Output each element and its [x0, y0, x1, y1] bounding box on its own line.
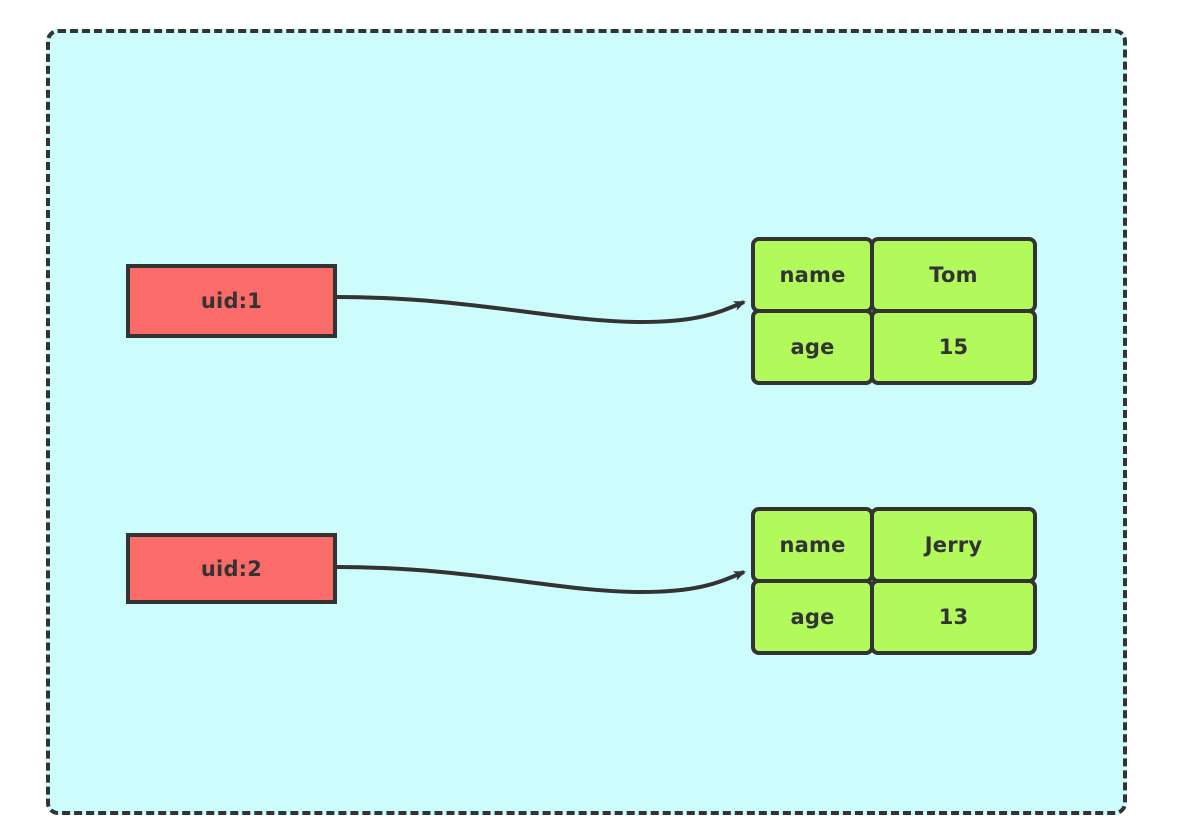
record-table-2: name Jerry age 13	[751, 507, 1037, 655]
record-2-field-0-value-label: Jerry	[924, 533, 983, 557]
uid-node-1-label: uid:1	[200, 289, 263, 313]
uid-node-1[interactable]: uid:1	[126, 264, 337, 338]
record-1-field-1-key-label: age	[790, 335, 835, 359]
record-1-field-0-value-label: Tom	[929, 263, 978, 287]
record-1-field-1-value[interactable]: 15	[870, 309, 1037, 385]
uid-node-2[interactable]: uid:2	[126, 533, 337, 604]
dashed-container	[46, 29, 1127, 815]
uid-node-2-label: uid:2	[200, 556, 263, 581]
record-2-field-0-value[interactable]: Jerry	[870, 507, 1037, 583]
record-1-field-0-key[interactable]: name	[751, 237, 874, 313]
record-2-field-1-key[interactable]: age	[751, 579, 874, 655]
record-2-field-1-key-label: age	[790, 605, 835, 629]
record-1-field-1-value-label: 15	[938, 335, 969, 359]
record-2-field-0-key[interactable]: name	[751, 507, 874, 583]
record-1-field-0-key-label: name	[779, 263, 846, 287]
record-1-field-1-key[interactable]: age	[751, 309, 874, 385]
record-1-field-0-value[interactable]: Tom	[870, 237, 1037, 313]
record-table-1: name Tom age 15	[751, 237, 1037, 385]
record-2-field-1-value[interactable]: 13	[870, 579, 1037, 655]
record-2-field-1-value-label: 13	[938, 605, 969, 629]
record-2-field-0-key-label: name	[779, 533, 846, 557]
